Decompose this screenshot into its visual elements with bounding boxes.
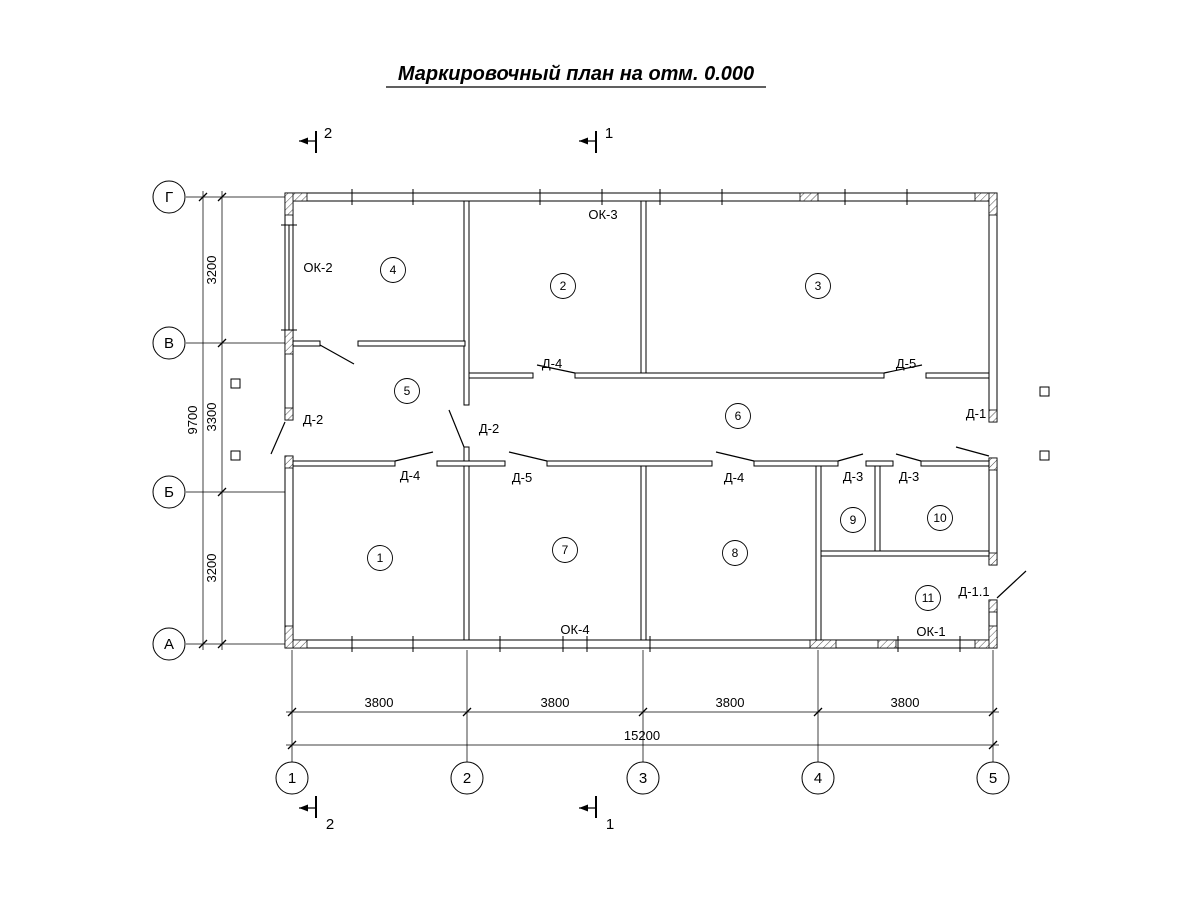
door-label-d5-corridor-top-right: Д-5 — [896, 356, 916, 371]
dim-left-seg-3: 3200 — [204, 554, 219, 583]
door-label-d4-corridor-top-left: Д-4 — [542, 356, 562, 371]
window-label-ok1: ОК-1 — [916, 624, 945, 639]
door-label-d11: Д-1.1 — [958, 584, 989, 599]
room-number-6: 6 — [735, 409, 742, 423]
dim-left-seg-2: 3300 — [204, 403, 219, 432]
window-label-ok2: ОК-2 — [303, 260, 332, 275]
room-number-4: 4 — [390, 263, 397, 277]
room-number-5: 5 — [404, 384, 411, 398]
axis-label-2: 2 — [463, 770, 471, 787]
room-number-10: 10 — [933, 511, 947, 525]
door-label-d2-room5: Д-2 — [479, 421, 499, 436]
drawing-title: Маркировочный план на отм. 0.000 — [398, 63, 754, 85]
window-ticks-bottom — [351, 636, 961, 652]
door-label-d3-room10: Д-3 — [899, 469, 919, 484]
door-label-d2-entrance: Д-2 — [303, 412, 323, 427]
window-label-ok3: ОК-3 — [588, 207, 617, 222]
axis-markers-vertical: Г В Б А — [152, 180, 186, 661]
room-number-1: 1 — [377, 551, 384, 565]
grid-lines — [186, 196, 994, 762]
interior-walls — [292, 200, 990, 641]
section-label: 1 — [606, 816, 614, 833]
dim-bottom-seg-2: 3800 — [541, 695, 570, 710]
door-label-d4-room1: Д-4 — [400, 468, 420, 483]
axis-label-v: В — [164, 335, 174, 352]
room-number-8: 8 — [732, 546, 739, 560]
door-label-d4-room8: Д-4 — [724, 470, 744, 485]
axis-label-3: 3 — [639, 770, 647, 787]
section-mark-2-bottom: 2 — [299, 796, 334, 833]
room-number-9: 9 — [850, 513, 857, 527]
window-glazing — [281, 224, 297, 331]
room-number-3: 3 — [815, 279, 822, 293]
door-label-d3-room9: Д-3 — [843, 469, 863, 484]
section-label: 2 — [326, 816, 334, 833]
door-label-d5-room7: Д-5 — [512, 470, 532, 485]
section-label: 2 — [324, 125, 332, 142]
dim-bottom-total: 15200 — [624, 728, 660, 743]
dim-bottom-seg-4: 3800 — [891, 695, 920, 710]
dim-left-seg-1: 3200 — [204, 256, 219, 285]
dim-bottom-seg-1: 3800 — [365, 695, 394, 710]
axis-label-1: 1 — [288, 770, 296, 787]
window-label-ok4: ОК-4 — [560, 622, 589, 637]
dim-bottom-seg-3: 3800 — [716, 695, 745, 710]
dim-left-total: 9700 — [185, 406, 200, 435]
section-mark-1-bottom: 1 — [579, 796, 614, 833]
axis-markers-horizontal: 1 2 3 4 5 — [275, 761, 1010, 795]
room-number-7: 7 — [562, 543, 569, 557]
axis-label-a: А — [164, 636, 174, 653]
wall-piers-hatched — [284, 192, 998, 649]
window-ticks-top — [351, 189, 908, 205]
axis-label-5: 5 — [989, 770, 997, 787]
porch-posts — [230, 378, 1050, 461]
axis-label-g: Г — [165, 189, 173, 206]
section-label: 1 — [605, 125, 613, 142]
room-numbers: 1 2 3 4 5 6 7 8 9 10 11 — [367, 257, 953, 611]
door-leaves — [270, 344, 1027, 599]
section-mark-1-top: 1 — [579, 125, 613, 153]
axis-label-b: Б — [164, 484, 174, 501]
room-number-11: 11 — [922, 591, 935, 605]
door-label-d1: Д-1 — [966, 406, 986, 421]
section-mark-2-top: 2 — [299, 125, 332, 153]
axis-label-4: 4 — [814, 770, 822, 787]
dimension-lines — [198, 191, 999, 750]
room-number-2: 2 — [560, 279, 567, 293]
